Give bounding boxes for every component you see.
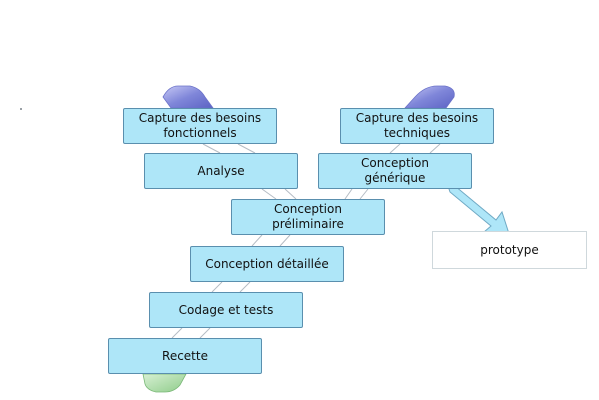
step-codage-et-tests: Codage et tests [149,292,303,328]
step-conception-preliminaire: Conception préliminaire [231,199,385,235]
bottom-green-cap [142,373,187,393]
step-analyse: Analyse [144,153,298,189]
step-connectors [171,143,441,339]
step-capture-besoins-fonctionnels: Capture des besoins fonctionnels [123,108,277,144]
step-capture-besoins-techniques: Capture des besoins techniques [340,108,494,144]
step-conception-generique: Conception générique [318,153,472,189]
stray-dot [20,108,22,110]
prototype-box: prototype [432,231,587,269]
right-branch-cap [404,85,455,109]
step-conception-detaillee: Conception détaillée [190,246,344,282]
left-branch-cap [162,85,214,109]
step-recette: Recette [108,338,262,374]
